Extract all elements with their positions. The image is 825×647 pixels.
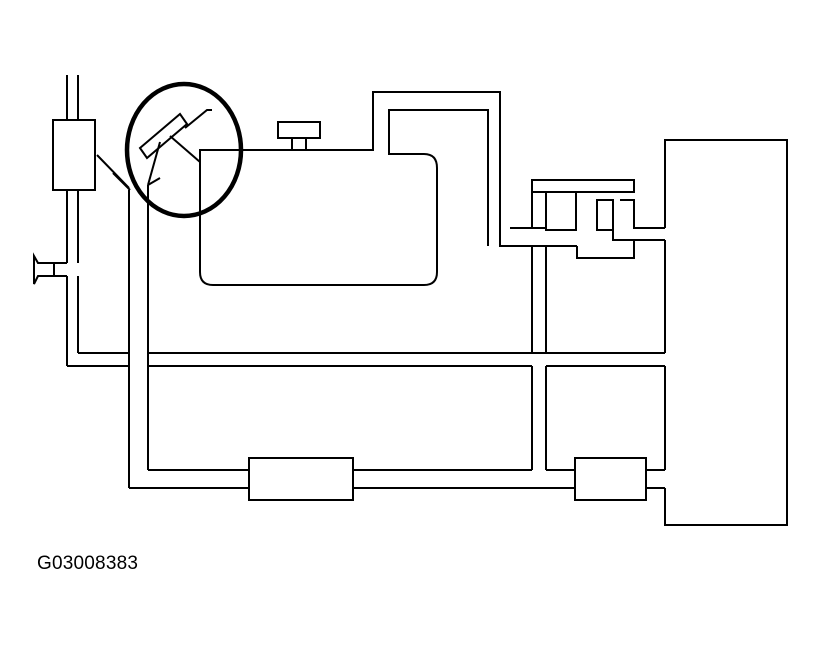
diagonal-hose <box>96 154 149 488</box>
bottom-hose-run <box>129 457 665 501</box>
charcoal-canister-left <box>248 457 354 501</box>
inline-filter <box>52 119 96 191</box>
figure-id-label: G03008383 <box>37 553 139 574</box>
horn-connector <box>33 252 67 285</box>
canister-right <box>574 457 647 501</box>
lower-branch <box>531 366 547 470</box>
engine-block <box>664 139 788 526</box>
reservoir-cap <box>277 121 321 150</box>
horizontal-manifold <box>67 352 665 367</box>
left-supply-pipe <box>52 75 96 366</box>
switching-valve <box>510 179 665 353</box>
vacuum-reservoir <box>199 91 577 286</box>
highlighted-valve <box>124 81 244 219</box>
